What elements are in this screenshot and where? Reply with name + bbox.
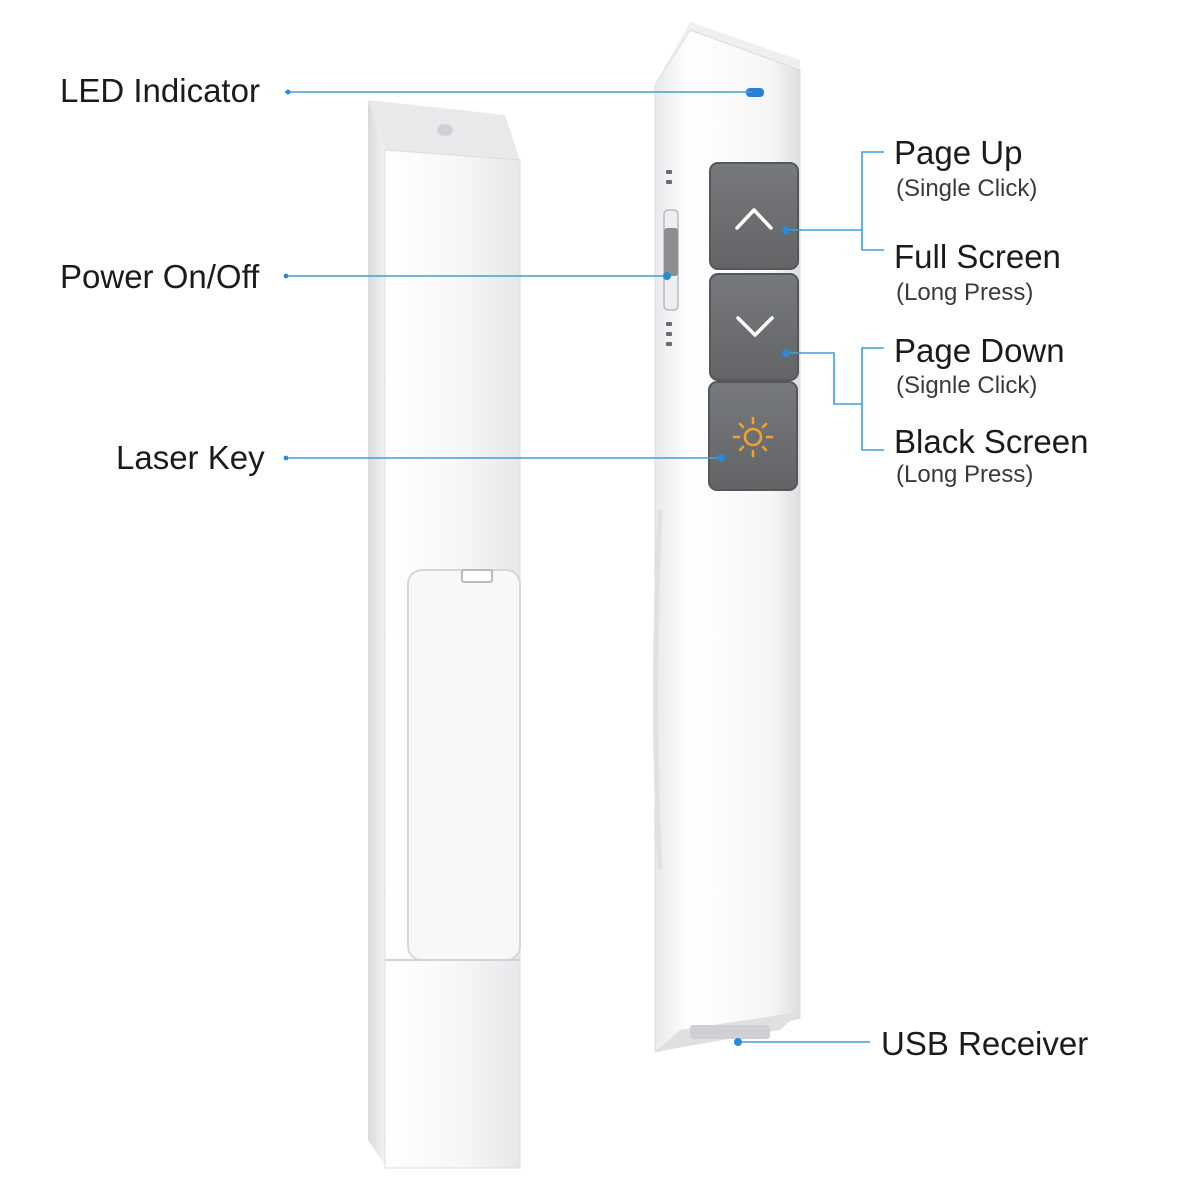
laser-sun-icon [732,416,774,458]
power-switch-knob [664,228,678,276]
page-down-action-label: (Signle Click) [896,372,1038,399]
page-down-callout-line [788,352,862,405]
led-indicator-label: LED Indicator [60,72,260,109]
black-screen-action-label: (Long Press) [896,461,1034,488]
side-groove [653,509,663,871]
chevron-up-icon [735,208,773,230]
page-down-label: Page Down [894,332,1065,369]
usb-port-slot [690,1025,770,1039]
battery-cover-latch [461,569,493,583]
chevron-down-icon [736,316,774,337]
led-light [746,88,764,97]
laser-button [708,381,798,491]
page-down-button [709,273,799,381]
page-up-label: Page Up [894,134,1023,171]
black-screen-label: Black Screen [894,423,1089,460]
page-down-bracket [861,347,884,451]
callout-dots [283,89,790,1046]
page-up-button [709,162,799,270]
full-screen-action-label: (Long Press) [896,279,1034,306]
page-up-bracket [861,151,884,251]
switch-markings [666,170,672,346]
full-screen-label: Full Screen [894,238,1061,275]
left-presenter-body [368,100,521,1169]
power-label: Power On/Off [60,258,260,295]
page-up-action-label: (Single Click) [896,175,1038,202]
usb-receiver-label: USB Receiver [881,1025,1089,1062]
left-side-face [368,100,385,1165]
laser-key-label: Laser Key [116,439,265,476]
battery-cover [407,569,521,961]
right-presenter-body [653,22,801,1053]
laser-aperture [437,124,453,136]
callout-lines [285,91,884,1043]
